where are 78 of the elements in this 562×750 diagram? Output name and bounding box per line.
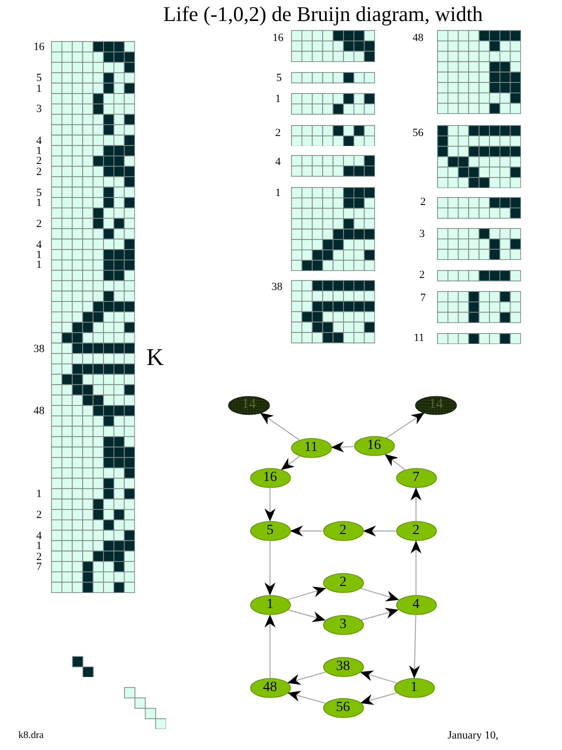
arrow — [384, 454, 406, 470]
file-name: k8.dra — [18, 730, 44, 742]
count-label: 2 — [36, 166, 42, 177]
arrow — [410, 540, 422, 596]
arrow — [410, 488, 422, 522]
arrow — [260, 412, 300, 440]
arrow — [331, 441, 354, 452]
count-label: 16 — [34, 42, 44, 52]
count-label: 2 — [36, 156, 42, 166]
count-label: 2 — [420, 196, 426, 208]
state-node: 3 — [322, 615, 364, 635]
arrow — [287, 672, 326, 685]
arrow — [360, 588, 400, 602]
count-label: 1 — [36, 541, 42, 552]
count-label: 2 — [275, 127, 281, 139]
count-label: 1 — [36, 260, 42, 270]
arrow — [290, 526, 323, 536]
arrow — [264, 614, 276, 678]
count-label: 11 — [414, 332, 424, 344]
state-node: 14 — [228, 396, 270, 414]
count-label: 1 — [36, 250, 42, 260]
arrow — [360, 608, 399, 621]
state-node: 2 — [396, 521, 436, 541]
count-label: 4 — [36, 136, 42, 146]
count-label: 1 — [275, 187, 281, 199]
arrow — [287, 609, 326, 622]
state-node: 5 — [250, 521, 290, 541]
state-node: 2 — [322, 573, 364, 593]
state-node: 2 — [322, 521, 364, 541]
count-label: 4 — [36, 530, 42, 541]
title: Life (-1,0,2) de Bruijn diagram, width — [163, 2, 483, 26]
count-label: 48 — [34, 406, 44, 416]
state-node: 38 — [322, 657, 364, 677]
state-node: 48 — [250, 678, 290, 698]
state-node: 4 — [396, 595, 436, 615]
arrow — [280, 456, 300, 470]
count-label: 4 — [36, 240, 42, 250]
count-label: 38 — [34, 344, 44, 354]
count-label: 1 — [36, 146, 42, 156]
letter-label: K — [146, 345, 164, 371]
count-label: 1 — [36, 84, 42, 94]
count-label: 38 — [272, 281, 282, 293]
count-label: 2 — [36, 510, 42, 520]
state-node: 16 — [354, 436, 394, 456]
arrow — [360, 670, 397, 684]
arrow — [286, 586, 326, 600]
state-node: 1 — [394, 678, 434, 698]
state-node: 14 — [415, 396, 457, 414]
arrow — [287, 690, 326, 704]
arrow — [386, 412, 425, 438]
state-node: 56 — [322, 698, 364, 718]
count-label: 48 — [412, 32, 424, 44]
arrow — [409, 614, 420, 678]
arrow — [264, 488, 276, 522]
count-label: 3 — [36, 104, 42, 114]
count-label: 5 — [276, 72, 282, 84]
count-label: 5 — [36, 73, 42, 84]
state-node: 7 — [396, 468, 436, 488]
count-label: 7 — [36, 562, 42, 572]
count-label: 2 — [36, 552, 42, 562]
state-node: 11 — [290, 438, 332, 458]
count-label: 16 — [272, 32, 284, 44]
count-label: 4 — [275, 156, 281, 168]
count-label: 1 — [36, 489, 42, 500]
count-label: 1 — [36, 198, 42, 208]
count-label: 2 — [419, 269, 425, 281]
arrow — [264, 540, 276, 596]
count-label: 56 — [412, 127, 424, 139]
count-label: 3 — [419, 228, 425, 240]
count-label: 2 — [36, 218, 42, 229]
count-label: 7 — [420, 292, 426, 304]
arrow — [360, 692, 397, 705]
state-node: 16 — [250, 468, 290, 488]
state-node: 1 — [250, 595, 290, 615]
date-label: January 10, — [448, 730, 498, 742]
count-label: 5 — [36, 188, 42, 198]
arrow — [363, 526, 396, 536]
count-label: 1 — [275, 93, 281, 105]
